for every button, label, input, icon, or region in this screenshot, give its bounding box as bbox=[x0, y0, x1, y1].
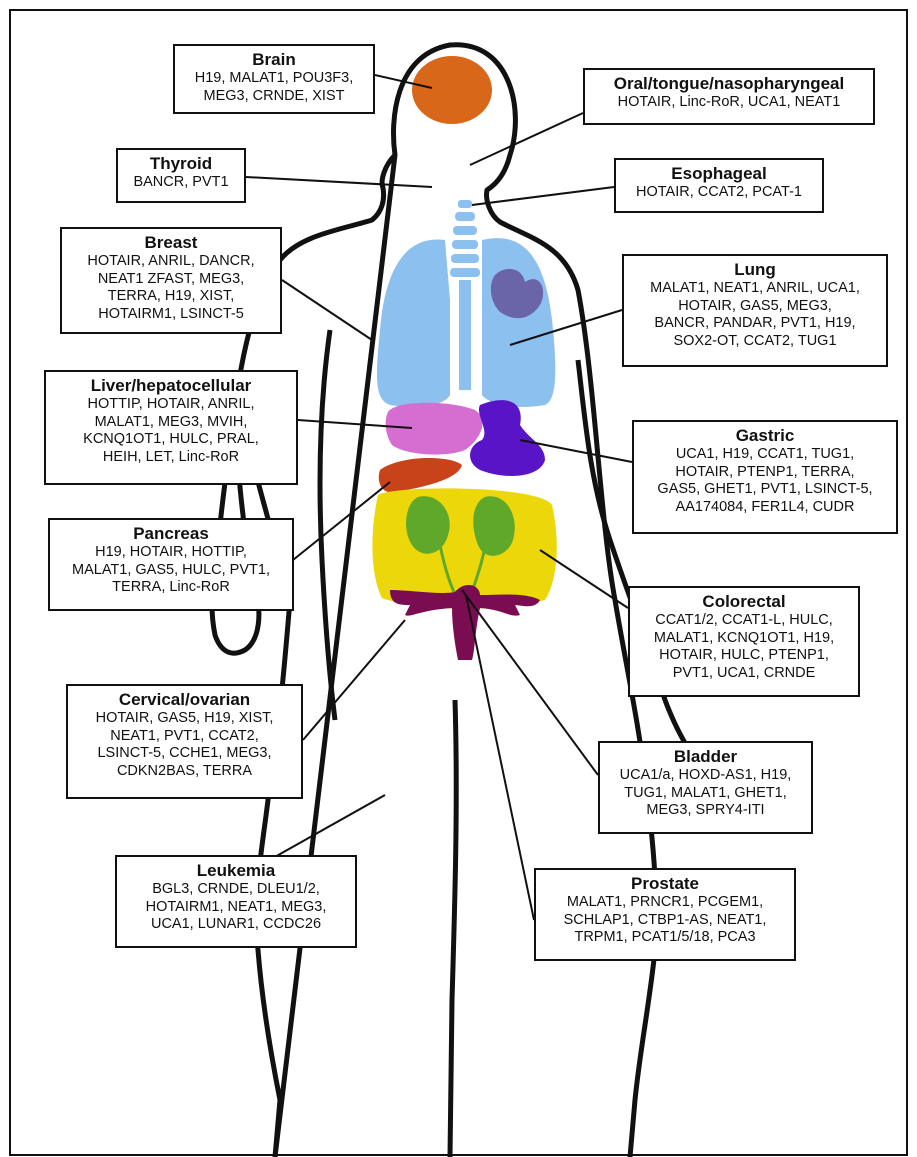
label-breast-line: NEAT1 ZFAST, MEG3, bbox=[66, 271, 276, 289]
label-colorectal: Colorectal CCAT1/2, CCAT1-L, HULC, MALAT… bbox=[628, 586, 860, 697]
label-gastric-line: UCA1, H19, CCAT1, TUG1, bbox=[638, 446, 892, 464]
label-pancreas-line: TERRA, Linc-RoR bbox=[54, 579, 288, 597]
trachea bbox=[450, 200, 480, 390]
label-bladder: Bladder UCA1/a, HOXD-AS1, H19, TUG1, MAL… bbox=[598, 741, 813, 834]
label-gastric-title: Gastric bbox=[638, 425, 892, 446]
label-thyroid: Thyroid BANCR, PVT1 bbox=[116, 148, 246, 203]
label-oral: Oral/tongue/nasopharyngeal HOTAIR, Linc-… bbox=[583, 68, 875, 125]
label-liver-title: Liver/hepatocellular bbox=[50, 375, 292, 396]
label-cervical-line: NEAT1, PVT1, CCAT2, bbox=[72, 728, 297, 746]
stomach-organ bbox=[470, 400, 545, 476]
label-prostate-line: MALAT1, PRNCR1, PCGEM1, bbox=[540, 894, 790, 912]
label-thyroid-title: Thyroid bbox=[122, 153, 240, 174]
label-prostate-line: TRPM1, PCAT1/5/18, PCA3 bbox=[540, 929, 790, 947]
label-leukemia-line: UCA1, LUNAR1, CCDC26 bbox=[121, 916, 351, 934]
label-liver: Liver/hepatocellular HOTTIP, HOTAIR, ANR… bbox=[44, 370, 298, 485]
label-breast-line: HOTAIRM1, LSINCT-5 bbox=[66, 306, 276, 324]
label-leukemia-line: HOTAIRM1, NEAT1, MEG3, bbox=[121, 899, 351, 917]
label-gastric-line: AA174084, FER1L4, CUDR bbox=[638, 499, 892, 517]
label-lung: Lung MALAT1, NEAT1, ANRIL, UCA1, HOTAIR,… bbox=[622, 254, 888, 367]
label-bladder-title: Bladder bbox=[604, 746, 807, 767]
label-liver-line: KCNQ1OT1, HULC, PRAL, bbox=[50, 431, 292, 449]
label-prostate: Prostate MALAT1, PRNCR1, PCGEM1, SCHLAP1… bbox=[534, 868, 796, 961]
label-gastric: Gastric UCA1, H19, CCAT1, TUG1, HOTAIR, … bbox=[632, 420, 898, 534]
left-lung bbox=[377, 240, 450, 407]
label-pancreas-line: H19, HOTAIR, HOTTIP, bbox=[54, 544, 288, 562]
label-colorectal-line: CCAT1/2, CCAT1-L, HULC, bbox=[634, 612, 854, 630]
label-lung-line: SOX2-OT, CCAT2, TUG1 bbox=[628, 333, 882, 351]
label-lung-title: Lung bbox=[628, 259, 882, 280]
label-brain-title: Brain bbox=[179, 49, 369, 70]
brain-organ bbox=[412, 56, 492, 124]
label-breast-title: Breast bbox=[66, 232, 276, 253]
label-esophageal-line: HOTAIR, CCAT2, PCAT-1 bbox=[620, 184, 818, 202]
label-colorectal-line: MALAT1, KCNQ1OT1, H19, bbox=[634, 630, 854, 648]
label-oral-title: Oral/tongue/nasopharyngeal bbox=[589, 73, 869, 94]
label-esophageal-title: Esophageal bbox=[620, 163, 818, 184]
label-leukemia-line: BGL3, CRNDE, DLEU1/2, bbox=[121, 881, 351, 899]
right-lung bbox=[482, 238, 555, 407]
label-cervical: Cervical/ovarian HOTAIR, GAS5, H19, XIST… bbox=[66, 684, 303, 799]
label-breast: Breast HOTAIR, ANRIL, DANCR, NEAT1 ZFAST… bbox=[60, 227, 282, 334]
label-colorectal-line: HOTAIR, HULC, PTENP1, bbox=[634, 647, 854, 665]
leg-divide bbox=[450, 700, 456, 1157]
label-brain-line: MEG3, CRNDE, XIST bbox=[179, 88, 369, 106]
label-cervical-line: CDKN2BAS, TERRA bbox=[72, 763, 297, 781]
label-gastric-line: GAS5, GHET1, PVT1, LSINCT-5, bbox=[638, 481, 892, 499]
label-prostate-title: Prostate bbox=[540, 873, 790, 894]
label-bladder-line: MEG3, SPRY4-ITI bbox=[604, 802, 807, 820]
label-prostate-line: SCHLAP1, CTBP1-AS, NEAT1, bbox=[540, 912, 790, 930]
label-lung-line: MALAT1, NEAT1, ANRIL, UCA1, bbox=[628, 280, 882, 298]
label-bladder-line: UCA1/a, HOXD-AS1, H19, bbox=[604, 767, 807, 785]
pancreas-organ bbox=[379, 458, 462, 492]
label-pancreas-title: Pancreas bbox=[54, 523, 288, 544]
label-oral-line: HOTAIR, Linc-RoR, UCA1, NEAT1 bbox=[589, 94, 869, 112]
label-colorectal-title: Colorectal bbox=[634, 591, 854, 612]
label-brain: Brain H19, MALAT1, POU3F3, MEG3, CRNDE, … bbox=[173, 44, 375, 114]
label-liver-line: HEIH, LET, Linc-RoR bbox=[50, 449, 292, 467]
label-cervical-line: HOTAIR, GAS5, H19, XIST, bbox=[72, 710, 297, 728]
label-leukemia: Leukemia BGL3, CRNDE, DLEU1/2, HOTAIRM1,… bbox=[115, 855, 357, 948]
label-cervical-title: Cervical/ovarian bbox=[72, 689, 297, 710]
liver-organ bbox=[386, 403, 483, 455]
uterus-organ bbox=[390, 585, 540, 660]
label-colorectal-line: PVT1, UCA1, CRNDE bbox=[634, 665, 854, 683]
label-lung-line: HOTAIR, GAS5, MEG3, bbox=[628, 298, 882, 316]
label-breast-line: HOTAIR, ANRIL, DANCR, bbox=[66, 253, 276, 271]
label-gastric-line: HOTAIR, PTENP1, TERRA, bbox=[638, 464, 892, 482]
label-lung-line: BANCR, PANDAR, PVT1, H19, bbox=[628, 315, 882, 333]
label-brain-line: H19, MALAT1, POU3F3, bbox=[179, 70, 369, 88]
label-esophageal: Esophageal HOTAIR, CCAT2, PCAT-1 bbox=[614, 158, 824, 213]
label-pancreas: Pancreas H19, HOTAIR, HOTTIP, MALAT1, GA… bbox=[48, 518, 294, 611]
label-liver-line: HOTTIP, HOTAIR, ANRIL, bbox=[50, 396, 292, 414]
label-liver-line: MALAT1, MEG3, MVIH, bbox=[50, 414, 292, 432]
label-leukemia-title: Leukemia bbox=[121, 860, 351, 881]
label-breast-line: TERRA, H19, XIST, bbox=[66, 288, 276, 306]
label-cervical-line: LSINCT-5, CCHE1, MEG3, bbox=[72, 745, 297, 763]
label-thyroid-line: BANCR, PVT1 bbox=[122, 174, 240, 192]
label-pancreas-line: MALAT1, GAS5, HULC, PVT1, bbox=[54, 562, 288, 580]
label-bladder-line: TUG1, MALAT1, GHET1, bbox=[604, 785, 807, 803]
